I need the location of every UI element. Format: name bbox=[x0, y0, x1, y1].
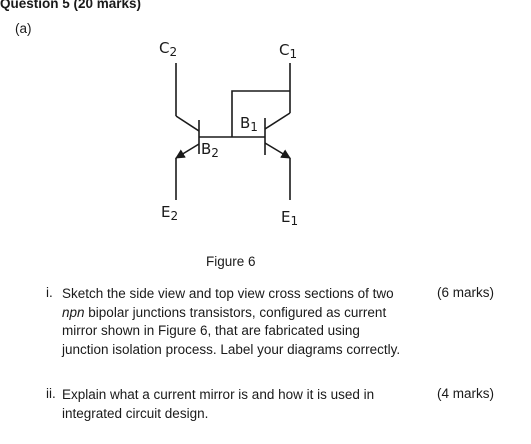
question-i-line-1: Sketch the side view and top view cross … bbox=[62, 286, 394, 301]
question-i-line-2: npn bipolar junctions transistors, confi… bbox=[62, 304, 387, 320]
label-c1: C1 bbox=[279, 41, 297, 61]
q1-emitter-diag bbox=[264, 142, 291, 159]
figure-caption: Figure 6 bbox=[206, 254, 256, 269]
label-c2: C2 bbox=[159, 39, 177, 59]
question-ii-number: ii. bbox=[46, 386, 56, 401]
question-i-marks: (6 marks) bbox=[437, 285, 494, 300]
npn-term: npn bbox=[62, 304, 85, 320]
question-i-line-4: junction isolation process. Label your d… bbox=[62, 342, 401, 358]
q2-collector-diag bbox=[175, 115, 200, 132]
question-ii-line-1: Explain what a current mirror is and how… bbox=[62, 387, 375, 402]
question-i-number: i. bbox=[46, 285, 53, 300]
part-label: (a) bbox=[15, 21, 32, 36]
question-ii-marks: (4 marks) bbox=[437, 386, 494, 401]
label-b1: B1 bbox=[240, 114, 258, 134]
question-ii-line-2: integrated circuit design. bbox=[62, 405, 209, 421]
question-ii-text: Explain what a current mirror is and how… bbox=[62, 386, 417, 423]
question-i-text: Sketch the side view and top view cross … bbox=[62, 285, 417, 360]
q2-emitter-diag bbox=[175, 143, 200, 159]
diode-connection bbox=[231, 90, 290, 137]
label-e2: E2 bbox=[161, 203, 178, 223]
question-i-line-3: mirror shown in Figure 6, that are fabri… bbox=[62, 323, 360, 339]
question-heading: Question 5 (20 marks) bbox=[0, 0, 142, 11]
label-e1: E1 bbox=[281, 208, 298, 228]
label-b2: B2 bbox=[201, 140, 219, 160]
q1-collector-diag bbox=[264, 112, 291, 130]
